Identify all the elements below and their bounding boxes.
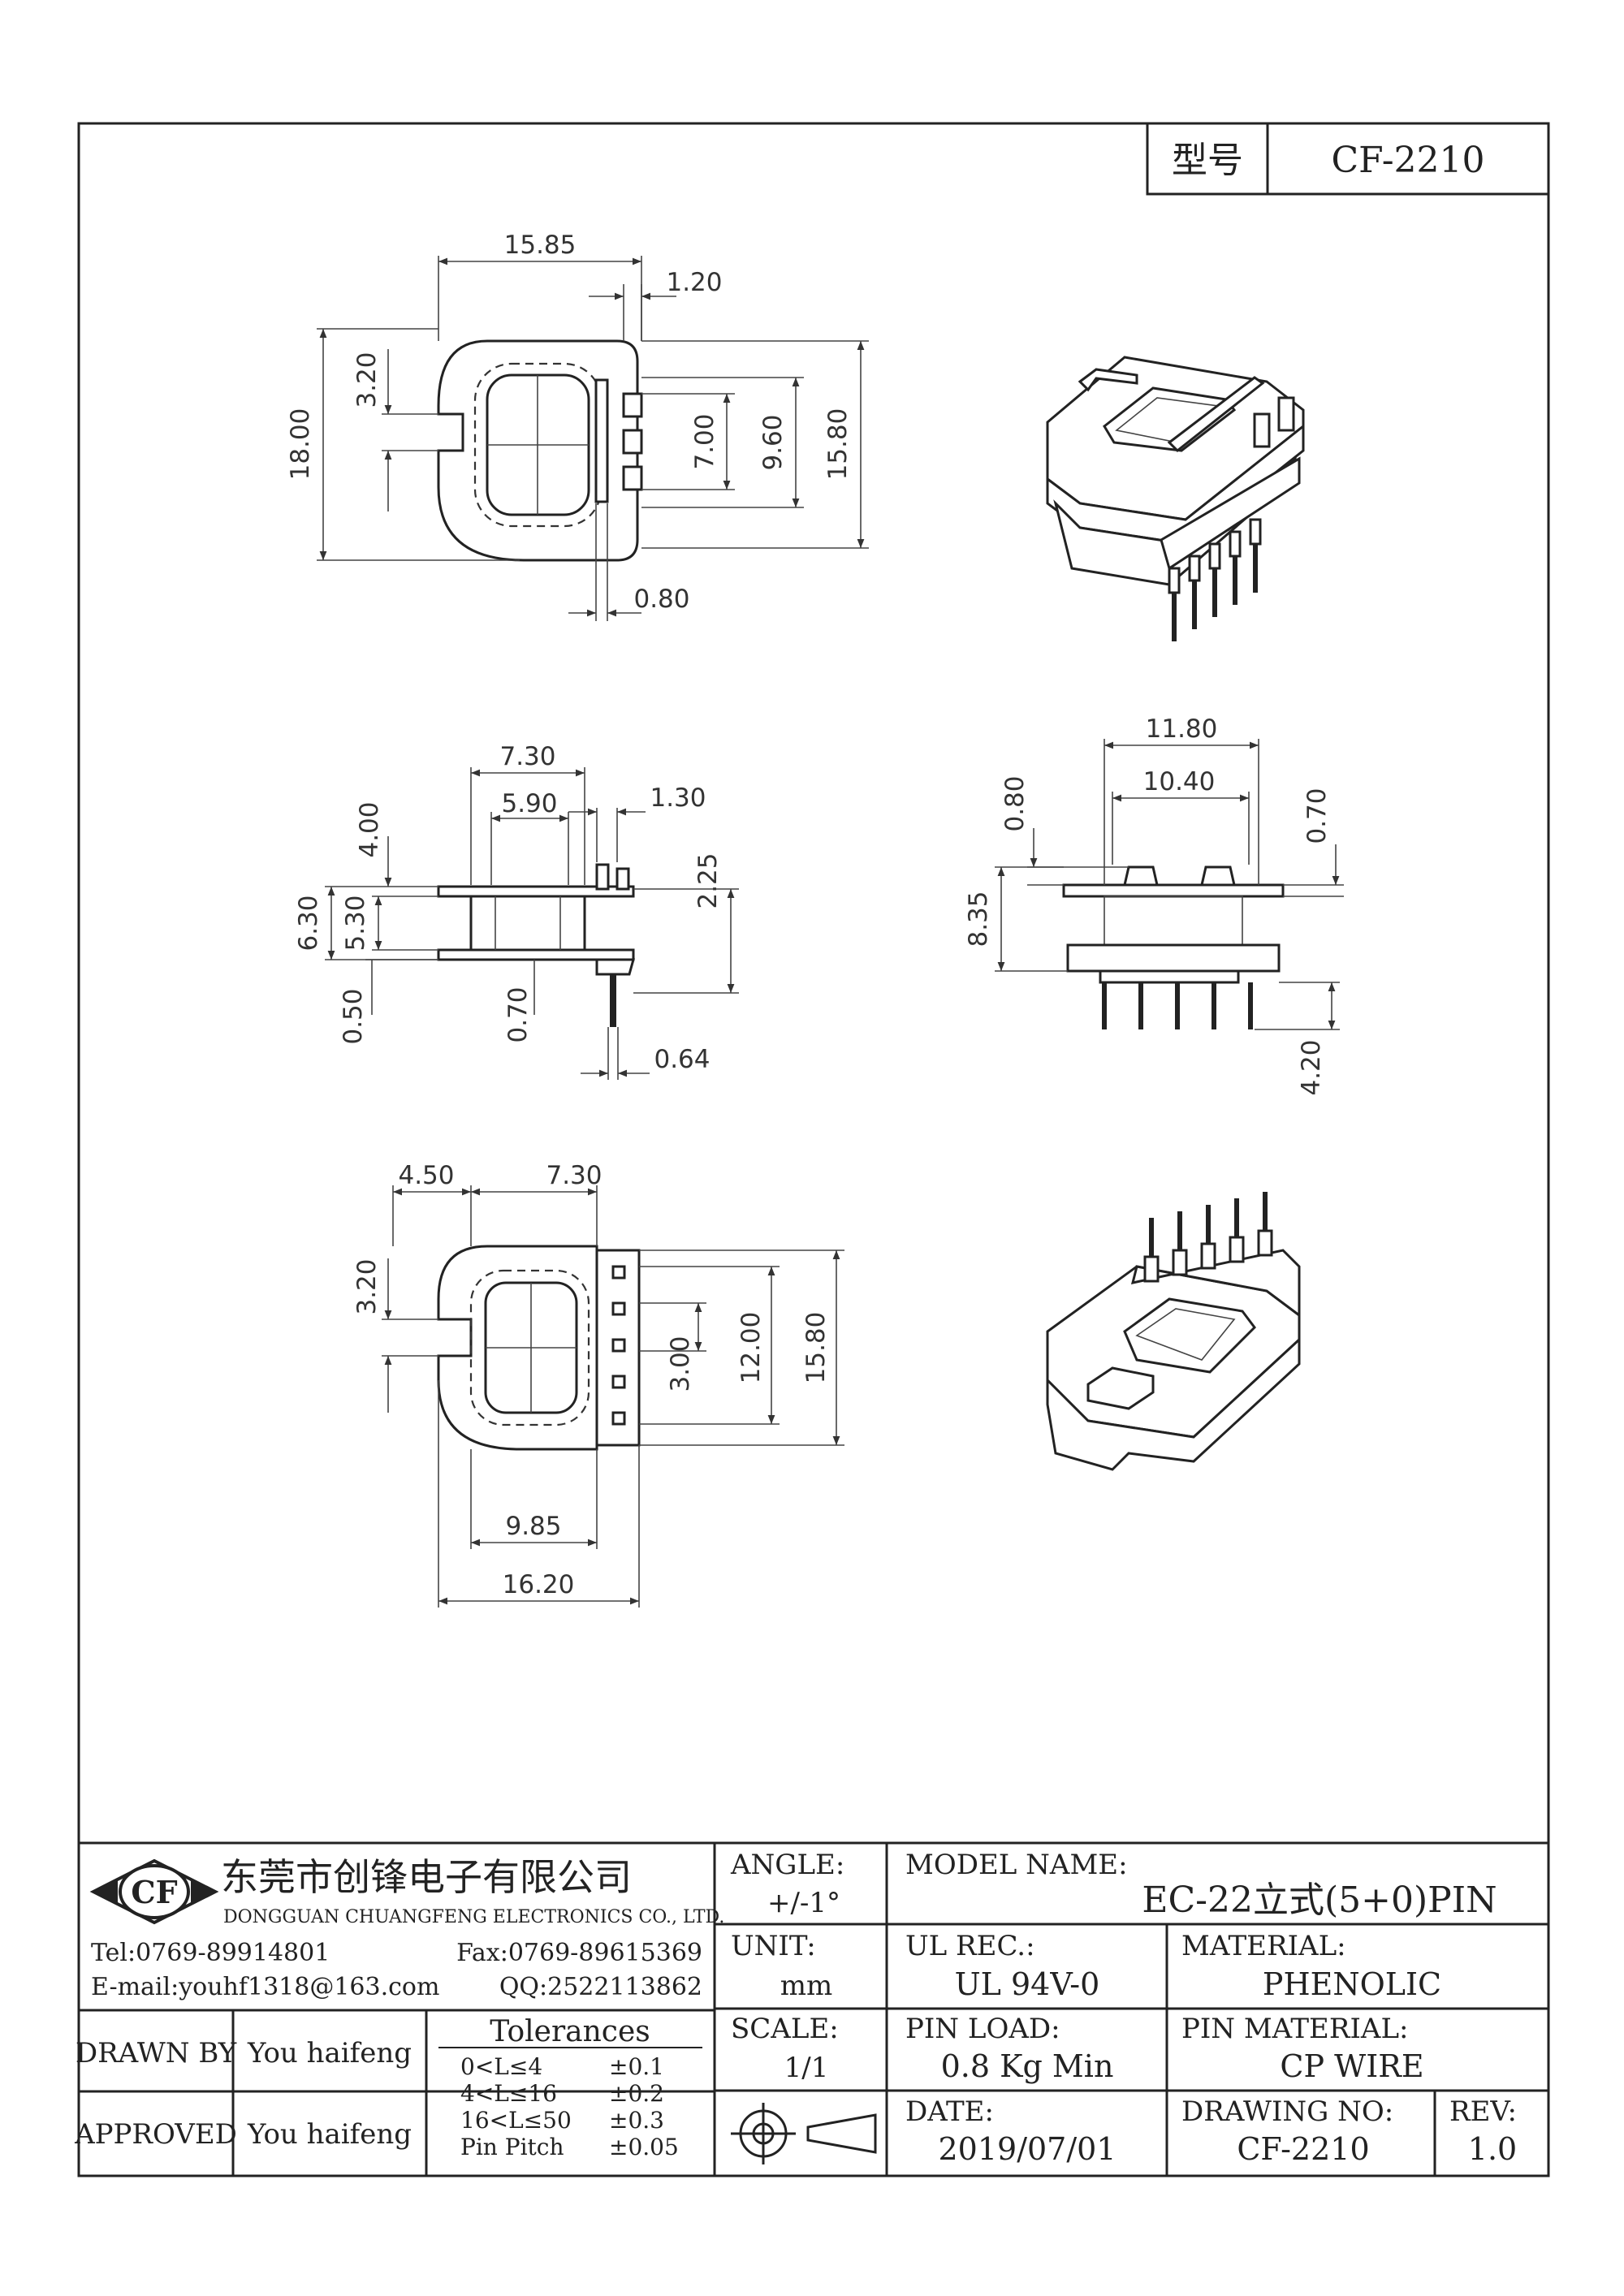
dim-5-30: 5.30: [341, 895, 370, 951]
rev-label: REV:: [1449, 2095, 1517, 2128]
company-email: E-mail:youhf1318@163.com: [91, 1973, 439, 2001]
dim-15-85: 15.85: [504, 231, 577, 260]
pin-load-value: 0.8 Kg Min: [941, 2048, 1114, 2084]
projection-symbol: [731, 2103, 877, 2164]
pin-tab-1: [622, 392, 643, 418]
company-name-en: DONGGUAN CHUANGFENG ELECTRONICS CO., LTD…: [223, 1907, 724, 1927]
dim-10-40: 10.40: [1143, 767, 1216, 796]
scale-value: 1/1: [784, 2052, 829, 2084]
dim-15-80: 15.80: [823, 408, 853, 481]
top-view: 15.85 1.20 18.00 3.20 7.00 9.60 15.80 0.…: [286, 231, 869, 621]
angle-label: ANGLE:: [730, 1849, 844, 1881]
dim-7-30-bottom: 7.30: [546, 1161, 602, 1190]
unit-value: mm: [780, 1970, 832, 2002]
dim-5-90: 5.90: [501, 789, 557, 818]
dim-3-00: 3.00: [666, 1336, 695, 1392]
bottom-view: 4.50 7.30 3.20 3.00 12.00 15.80 9.85 16.…: [352, 1161, 844, 1608]
dim-0-50: 0.50: [339, 988, 368, 1044]
tolerance-range-3: 16<L≤50: [460, 2107, 572, 2134]
dim-15-80-bottom: 15.80: [801, 1312, 831, 1384]
material-value: PHENOLIC: [1263, 1966, 1441, 2002]
unit-label: UNIT:: [731, 1930, 816, 1962]
tolerance-value-4: ±0.05: [609, 2134, 679, 2160]
pin-tab-3: [622, 465, 643, 491]
dim-1-20: 1.20: [666, 268, 722, 297]
tolerance-range-2: 4<L≤16: [460, 2080, 557, 2107]
front-view: 11.80 10.40 0.80 0.70 8.35 4.20: [964, 714, 1344, 1096]
pin-tab-2: [622, 429, 643, 455]
company-name-cn: 东莞市创锋电子有限公司: [221, 1855, 632, 1899]
dim-0-64: 0.64: [654, 1045, 710, 1074]
date-label: DATE:: [905, 2095, 994, 2128]
company-fax: Fax:0769-89615369: [456, 1939, 702, 1967]
dim-4-00: 4.00: [355, 801, 384, 857]
dim-4-50: 4.50: [398, 1161, 454, 1190]
drawn-by-label: DRAWN BY: [76, 2037, 237, 2069]
dim-3-20-bottom: 3.20: [352, 1258, 382, 1314]
dim-6-30: 6.30: [294, 895, 323, 951]
model-box-label: 型号: [1172, 140, 1243, 181]
dim-0-70-front: 0.70: [1302, 788, 1332, 844]
scale-label: SCALE:: [731, 2013, 839, 2045]
company-qq: QQ:2522113862: [499, 1973, 702, 2001]
drawn-by-value: You haifeng: [247, 2037, 412, 2069]
logo-text: CF: [131, 1874, 177, 1910]
dim-0-80: 0.80: [633, 585, 689, 614]
dim-3-20: 3.20: [352, 352, 382, 408]
rev-value: 1.0: [1468, 2131, 1517, 2167]
tolerance-value-1: ±0.1: [609, 2053, 664, 2080]
dim-18-00: 18.00: [286, 408, 315, 481]
dim-7-00: 7.00: [690, 413, 719, 469]
dim-16-20: 16.20: [503, 1570, 575, 1599]
tolerance-range-4: Pin Pitch: [460, 2134, 564, 2160]
approved-label: APPROVED: [74, 2118, 237, 2151]
tolerance-range-1: 0<L≤4: [460, 2053, 542, 2080]
drawing-no-label: DRAWING NO:: [1181, 2095, 1393, 2128]
date-value: 2019/07/01: [938, 2131, 1116, 2167]
model-name-value: EC-22立式(5+0)PIN: [1142, 1880, 1497, 1921]
material-label: MATERIAL:: [1181, 1930, 1346, 1962]
dim-7-30-side: 7.30: [499, 742, 555, 771]
pin-material-value: CP WIRE: [1280, 2048, 1423, 2084]
dim-9-85: 9.85: [505, 1512, 561, 1541]
pin-material-label: PIN MATERIAL:: [1181, 2013, 1409, 2045]
model-box-value: CF-2210: [1331, 140, 1484, 181]
dim-0-80-front: 0.80: [1000, 775, 1030, 831]
dim-2-25: 2.25: [693, 852, 723, 908]
ul-rec-value: UL 94V-0: [955, 1966, 1100, 2002]
company-tel: Tel:0769-89914801: [91, 1939, 330, 1967]
dim-0-70-side: 0.70: [503, 986, 533, 1042]
dim-8-35: 8.35: [964, 891, 993, 947]
pin-load-label: PIN LOAD:: [905, 2013, 1060, 2045]
dim-1-30: 1.30: [650, 783, 706, 813]
dim-4-20: 4.20: [1297, 1039, 1326, 1095]
isometric-view-top: [1046, 356, 1305, 641]
tolerance-value-3: ±0.3: [609, 2107, 664, 2134]
title-block: [77, 1841, 1550, 2177]
dim-9-60: 9.60: [758, 414, 788, 470]
drawing-no-value: CF-2210: [1237, 2131, 1369, 2167]
angle-value: +/-1°: [767, 1887, 840, 1919]
side-view: 7.30 5.90 1.30 6.30 5.30 4.00 2.25 0.50 …: [294, 742, 739, 1080]
company-logo: CF: [89, 1858, 219, 1925]
model-box: 型号 CF-2210: [1146, 122, 1550, 196]
dim-11-80: 11.80: [1146, 714, 1218, 744]
ul-rec-label: UL REC.:: [905, 1930, 1035, 1962]
model-name-label: MODEL NAME:: [905, 1849, 1128, 1881]
tolerances-title: Tolerances: [490, 2015, 650, 2048]
tolerance-value-2: ±0.2: [609, 2080, 664, 2107]
pin-bar: [594, 378, 609, 503]
isometric-view-bottom: [1046, 1192, 1301, 1471]
dim-12-00: 12.00: [736, 1312, 766, 1384]
approved-value: You haifeng: [247, 2118, 412, 2151]
